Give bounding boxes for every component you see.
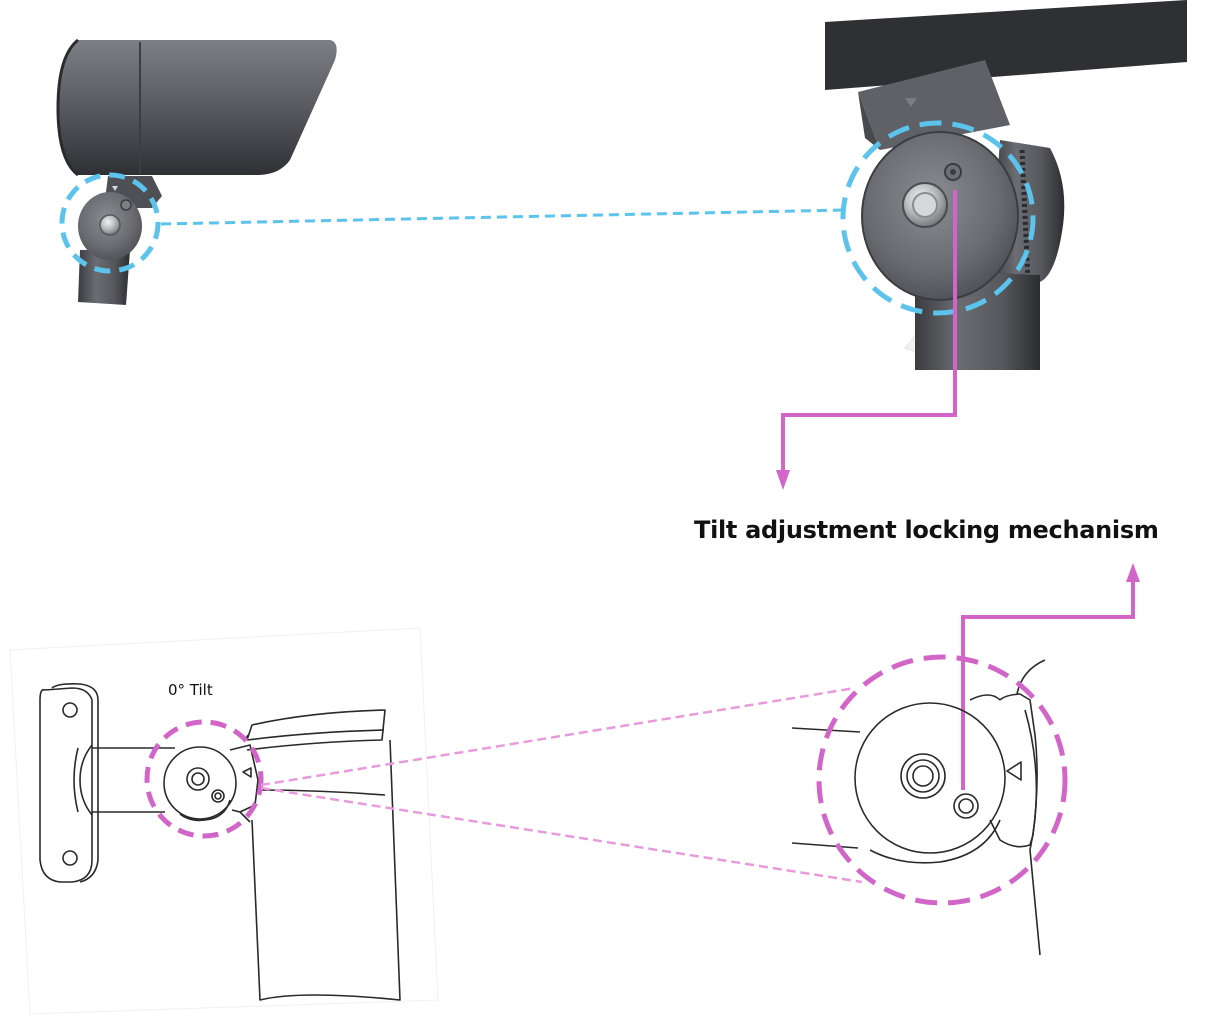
line-drawing-mount — [9, 627, 439, 1015]
callout-line-up — [961, 582, 1135, 790]
projection-line-lower — [260, 786, 863, 884]
small-camera-photo — [56, 38, 337, 305]
callout-title: Tilt adjustment locking mechanism — [694, 516, 1159, 544]
callout-arrow-down — [776, 470, 790, 490]
small-camera-highlight-circle — [59, 172, 161, 274]
callout-line-down — [781, 190, 957, 470]
cyan-connector-line — [160, 208, 846, 226]
line-drawing-zoom — [791, 659, 1046, 956]
callout-arrow-up — [1126, 563, 1140, 582]
drawing-highlight-circle — [144, 719, 264, 839]
tilt-label: 0° Tilt — [168, 681, 213, 699]
zoom-drawing-highlight-circle — [816, 654, 1068, 906]
projection-line-upper — [260, 686, 856, 787]
camera-zoom-photo — [825, 0, 1187, 370]
zoom-highlight-circle — [840, 120, 1036, 316]
